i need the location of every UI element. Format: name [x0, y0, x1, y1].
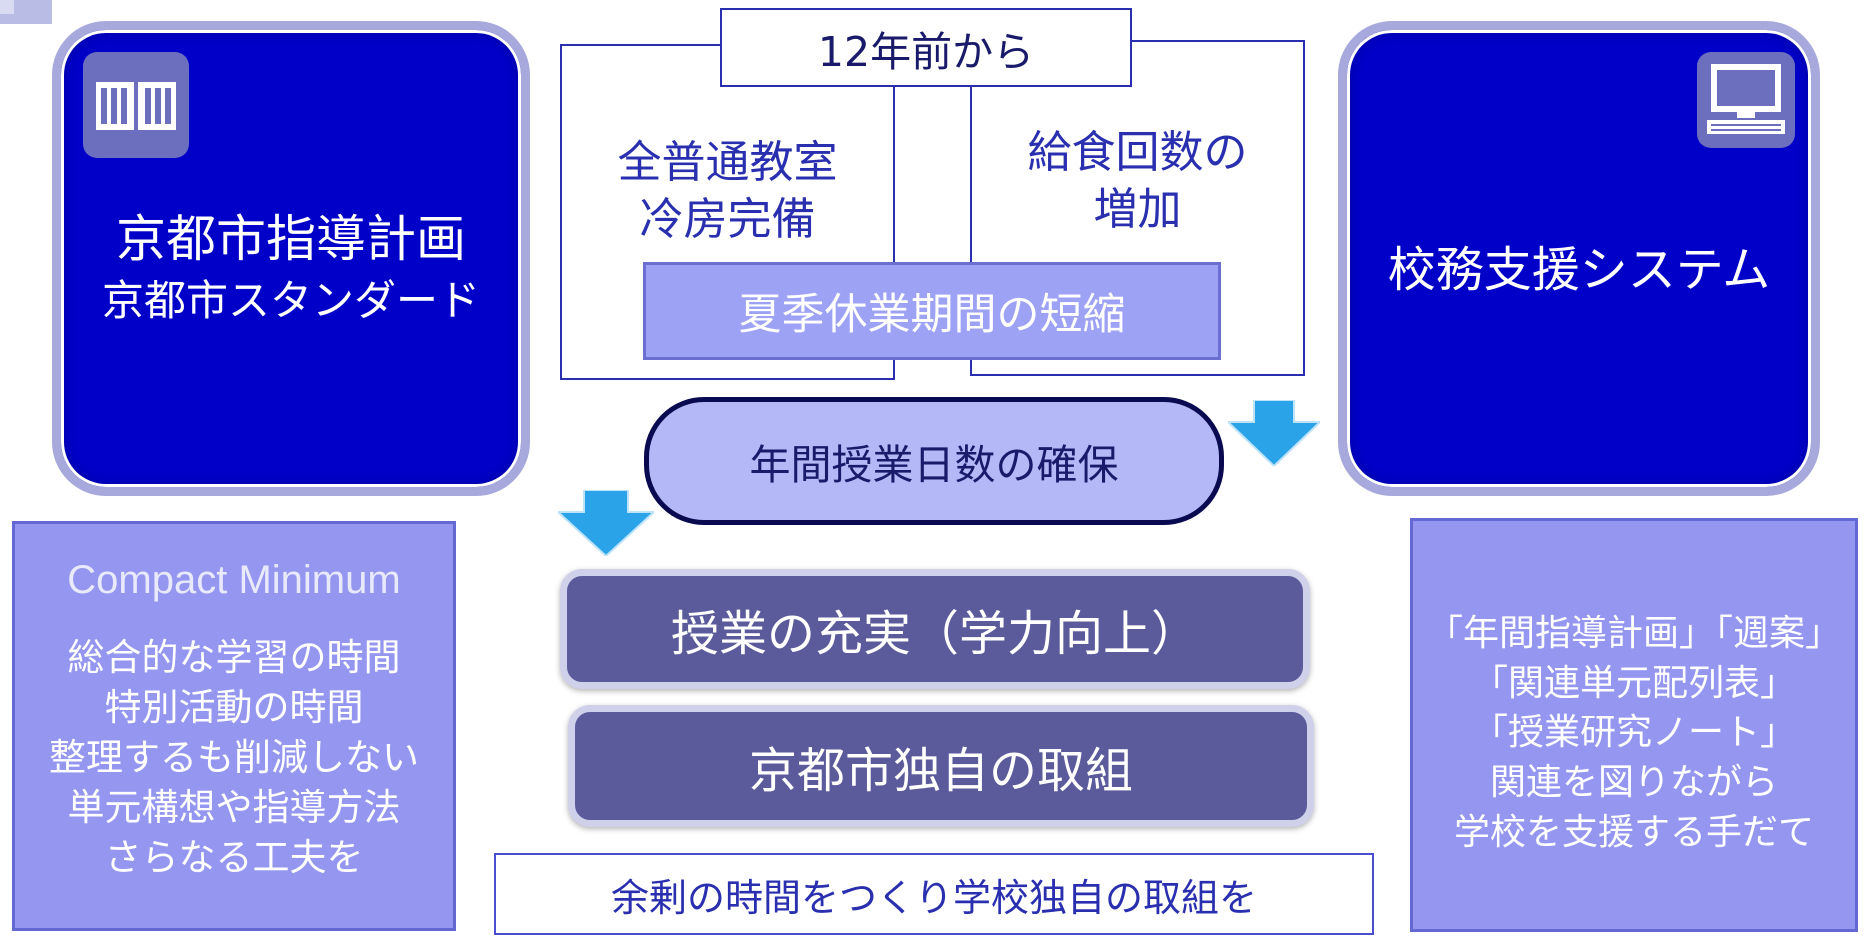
box-line-2: 冷房完備: [639, 194, 816, 246]
box-line: 「授業研究ノート」: [1471, 712, 1796, 754]
box-line: 単元構想や指導方法: [67, 785, 401, 829]
panel-school-support: 校務支援システム: [1338, 21, 1820, 496]
compact-minimum-box: Compact Minimum 総合的な学習の時間 特別活動の時間 整理するも削…: [12, 521, 456, 931]
bottom-note-box: 余剰の時間をつくり学校独自の取組を: [494, 853, 1374, 935]
arrow-down-icon: [1228, 400, 1320, 466]
box-line: 関連を図りながら: [1489, 762, 1778, 804]
box-heading: Compact Minimum: [67, 558, 401, 602]
box-line: 「関連単元配列表」: [1471, 662, 1796, 704]
header-box: 12年前から: [720, 8, 1132, 87]
panel-line-1: 京都市指導計画: [116, 210, 466, 268]
corner-decoration-inner: [0, 0, 14, 14]
annual-days-pill: 年間授業日数の確保: [644, 397, 1224, 525]
box-line: 学校を支援する手だて: [1453, 811, 1814, 853]
box-line: 特別活動の時間: [104, 685, 364, 729]
box-line: 「年間指導計画」「週案」: [1426, 613, 1841, 654]
box-line-1: 全普通教室: [617, 137, 838, 188]
computer-icon: [1697, 52, 1795, 148]
kyoto-initiative-bar: 京都市独自の取組: [568, 705, 1314, 827]
lesson-enhancement-bar: 授業の充実（学力向上）: [560, 569, 1310, 689]
box-line: さらなる工夫を: [104, 835, 364, 879]
box-line-2: 増加: [1093, 184, 1182, 236]
arrow-down-icon: [558, 490, 654, 556]
panel-label: 校務支援システム: [1387, 242, 1771, 298]
panel-line-2: 京都市スタンダード: [101, 276, 480, 325]
panel-guidance-plan: 京都市指導計画 京都市スタンダード: [52, 21, 530, 496]
box-line-1: 給食回数の: [1027, 127, 1248, 178]
summer-vacation-band: 夏季休業期間の短縮: [643, 262, 1221, 360]
support-measures-box: 「年間指導計画」「週案」 「関連単元配列表」 「授業研究ノート」 関連を図りなが…: [1410, 518, 1858, 932]
box-line: 整理するも削減しない: [49, 735, 419, 779]
book-icon: [83, 52, 189, 158]
box-line: 総合的な学習の時間: [67, 636, 401, 679]
